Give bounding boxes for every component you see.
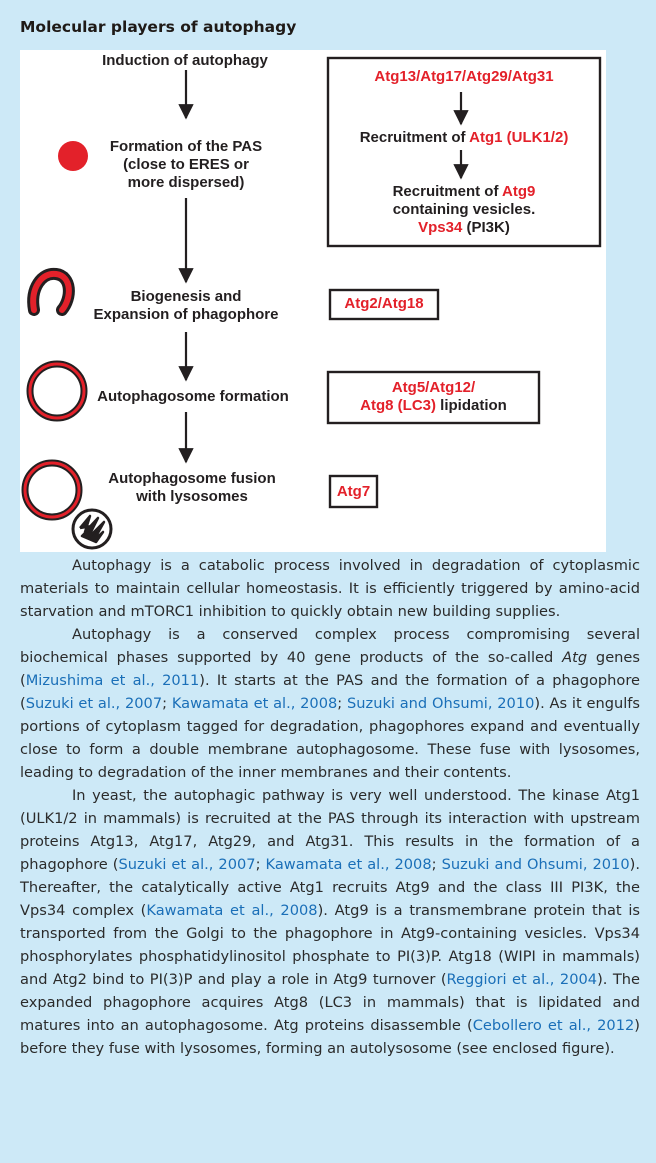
box-4-text: Atg7 bbox=[336, 483, 371, 500]
ref-suzuki-2007-b[interactable]: Suzuki et al., 2007 bbox=[118, 856, 256, 873]
p2-text-c: ). It starts at the PAS and the formatio… bbox=[20, 672, 641, 712]
ref-mizushima-2011[interactable]: Mizushima et al., 2011 bbox=[25, 672, 200, 689]
box-title: Molecular players of autophagy bbox=[20, 18, 297, 36]
box-1-recruit-atg9: Recruitment of Atg9 containing vesicles.… bbox=[328, 183, 600, 237]
ref-suzuki-2007[interactable]: Suzuki et al., 2007 bbox=[25, 695, 163, 712]
p2-text-b: genes ( bbox=[20, 649, 640, 689]
box-3-line-1: Atg5/Atg12/ bbox=[391, 379, 476, 396]
box-3-atg8: Atg8 (LC3) bbox=[360, 397, 436, 414]
p3-sep-1: ; bbox=[255, 856, 266, 873]
ref-suzuki-ohsumi-2010-b[interactable]: Suzuki and Ohsumi, 2010 bbox=[441, 856, 630, 873]
step-phagophore: Biogenesis and Expansion of phagophore bbox=[86, 288, 286, 324]
ref-cebollero-2012[interactable]: Cebollero et al., 2012 bbox=[472, 1017, 635, 1034]
p2-text-a: Autophagy is a conserved complex process… bbox=[20, 626, 640, 666]
box-1-recruit-label-2: Recruitment of bbox=[392, 183, 503, 200]
box-1-atg-complex: Atg13/Atg17/Atg29/Atg31 bbox=[374, 68, 554, 85]
step-induction: Induction of autophagy bbox=[102, 52, 268, 69]
p2-sep-2: ; bbox=[337, 695, 348, 712]
p3-text-e: ) before they fuse with lysosomes, formi… bbox=[20, 1017, 640, 1057]
paragraph-3: In yeast, the autophagic pathway is very… bbox=[20, 784, 640, 1060]
pas-dot-icon bbox=[58, 141, 88, 171]
box-4-border bbox=[328, 474, 379, 509]
atg-italic: Atg bbox=[562, 649, 588, 666]
box-1-recruit-atg1: Recruitment of Atg1 (ULK1/2) bbox=[328, 129, 600, 147]
step-phagophore-line-1: Biogenesis and bbox=[130, 288, 242, 305]
body-text: Autophagy is a catabolic process involve… bbox=[20, 554, 640, 1060]
p3-sep-2: ; bbox=[431, 856, 442, 873]
ref-suzuki-ohsumi-2010[interactable]: Suzuki and Ohsumi, 2010 bbox=[347, 695, 535, 712]
box-3-lipidation: lipidation bbox=[436, 397, 507, 414]
p3-text-c: ). Atg9 is a transmembrane protein that … bbox=[20, 902, 640, 988]
step-pas-formation: Formation of the PAS (close to ERES or m… bbox=[86, 138, 286, 192]
paragraph-2: Autophagy is a conserved complex process… bbox=[20, 623, 640, 784]
autophagy-figure: Induction of autophagy Formation of the … bbox=[20, 50, 606, 552]
step-pas-line-1: Formation of the PAS bbox=[109, 138, 263, 155]
box-1-recruit-label: Recruitment of bbox=[359, 129, 470, 146]
p2-sep-1: ; bbox=[162, 695, 172, 712]
step-fusion-line-2: with lysosomes bbox=[136, 488, 248, 505]
box-1-border bbox=[326, 56, 602, 248]
step-pas-line-3: more dispersed) bbox=[127, 174, 245, 191]
ref-kawamata-2008-c[interactable]: Kawamata et al., 2008 bbox=[146, 902, 318, 919]
p2-text-d: ). As it engulfs portions of cytoplasm t… bbox=[20, 695, 641, 781]
box-1-atg1: Atg1 (ULK1/2) bbox=[469, 129, 569, 146]
box-2-text: Atg2/Atg18 bbox=[344, 295, 424, 312]
p3-text-d: ). The expanded phagophore acquires Atg8… bbox=[20, 971, 641, 1034]
ref-kawamata-2008-b[interactable]: Kawamata et al., 2008 bbox=[265, 856, 432, 873]
box-3-text: Atg5/Atg12/ Atg8 (LC3) lipidation bbox=[328, 379, 539, 415]
ref-reggiori-2004[interactable]: Reggiori et al., 2004 bbox=[446, 971, 598, 988]
step-autophagosome-fusion: Autophagosome fusion with lysosomes bbox=[92, 470, 292, 506]
ref-kawamata-2008[interactable]: Kawamata et al., 2008 bbox=[171, 695, 338, 712]
step-autophagosome-formation: Autophagosome formation bbox=[97, 388, 289, 405]
figure-graphics bbox=[21, 56, 602, 550]
p3-text-b: ). Thereafter, the catalytically active … bbox=[20, 856, 640, 919]
box-1-vesicles: containing vesicles. bbox=[392, 201, 536, 218]
box-1-vps34: Vps34 bbox=[418, 219, 463, 236]
paragraph-1: Autophagy is a catabolic process involve… bbox=[20, 557, 640, 620]
p3-text-a: In yeast, the autophagic pathway is very… bbox=[20, 787, 640, 873]
step-pas-line-2: (close to ERES or bbox=[123, 156, 249, 173]
box-3-border bbox=[326, 370, 541, 425]
lysosome-icon bbox=[71, 508, 113, 550]
step-phagophore-line-2: Expansion of phagophore bbox=[93, 306, 279, 323]
box-2-border bbox=[328, 288, 440, 321]
box-1-atg9: Atg9 bbox=[502, 183, 536, 200]
step-fusion-line-1: Autophagosome fusion bbox=[108, 470, 276, 487]
box-1-pi3k: (PI3K) bbox=[462, 219, 510, 236]
